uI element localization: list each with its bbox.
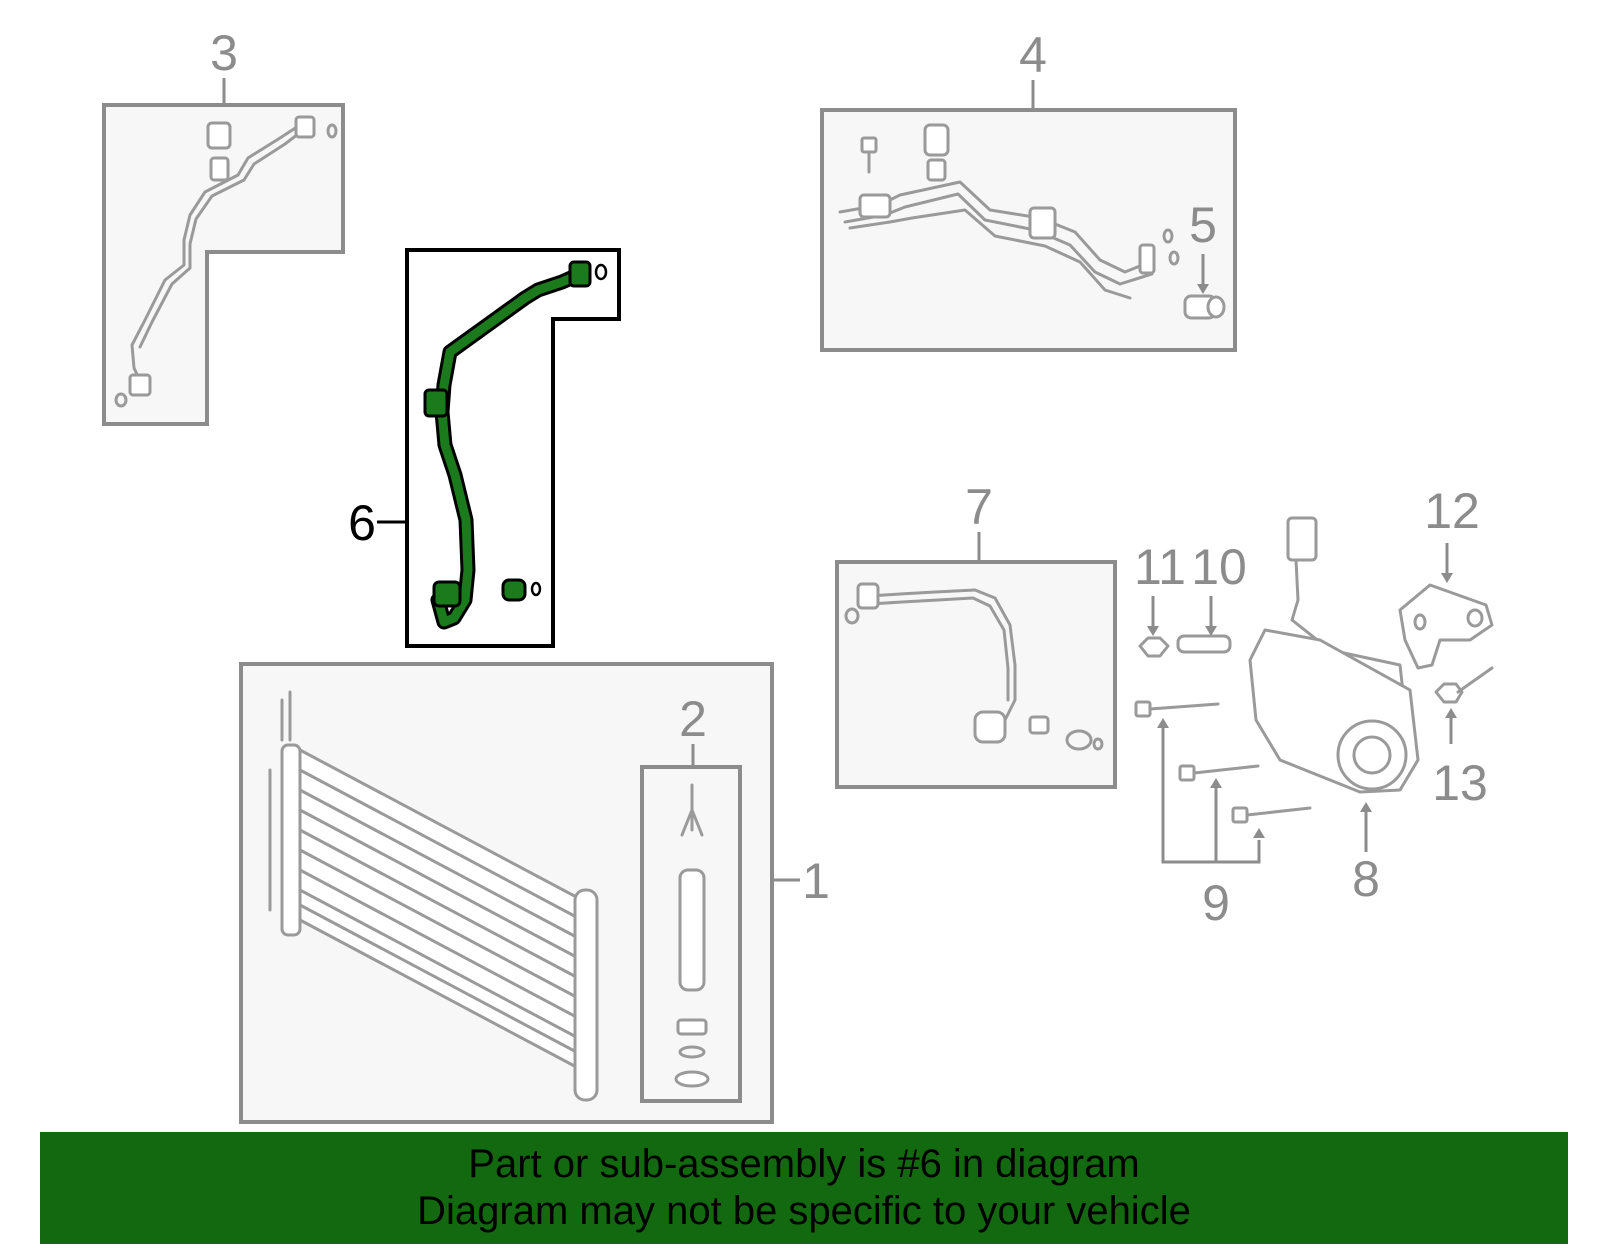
callout-9: 9: [1202, 875, 1230, 931]
part-9-bolts[interactable]: 9: [1134, 700, 1312, 931]
part-4-line-assembly[interactable]: 4: [820, 27, 1237, 352]
part-3-line-assembly[interactable]: 3: [102, 25, 345, 426]
part-5-valve[interactable]: 5: [1183, 197, 1226, 320]
part-13-bolt[interactable]: 13: [1432, 666, 1494, 811]
highlighted-hose-line: [433, 269, 585, 627]
part-11-nut[interactable]: 11: [1134, 539, 1186, 658]
callout-7: 7: [965, 479, 993, 535]
info-banner: Part or sub-assembly is #6 in diagram Di…: [40, 1132, 1568, 1244]
callout-13: 13: [1432, 755, 1488, 811]
part-10-sleeve[interactable]: 10: [1176, 539, 1247, 654]
part-6-hose-assembly[interactable]: 6: [348, 248, 621, 648]
part-2-receiver-drier[interactable]: 2: [640, 691, 742, 1103]
callout-12: 12: [1424, 483, 1480, 539]
callout-10: 10: [1191, 539, 1247, 595]
banner-line-1: Part or sub-assembly is #6 in diagram: [468, 1142, 1140, 1186]
part-7-suction-hose[interactable]: 7: [835, 479, 1117, 789]
banner-line-2: Diagram may not be specific to your vehi…: [417, 1189, 1191, 1233]
callout-3: 3: [210, 25, 238, 81]
callout-6: 6: [348, 495, 376, 551]
callout-11: 11: [1134, 539, 1186, 595]
callout-5: 5: [1189, 197, 1217, 253]
callout-4: 4: [1019, 27, 1047, 83]
callout-2: 2: [679, 691, 707, 747]
callout-1: 1: [802, 853, 830, 909]
part-12-bracket[interactable]: 12: [1398, 483, 1494, 670]
callout-8: 8: [1352, 851, 1380, 907]
part-8-compressor[interactable]: 8: [1248, 516, 1420, 907]
